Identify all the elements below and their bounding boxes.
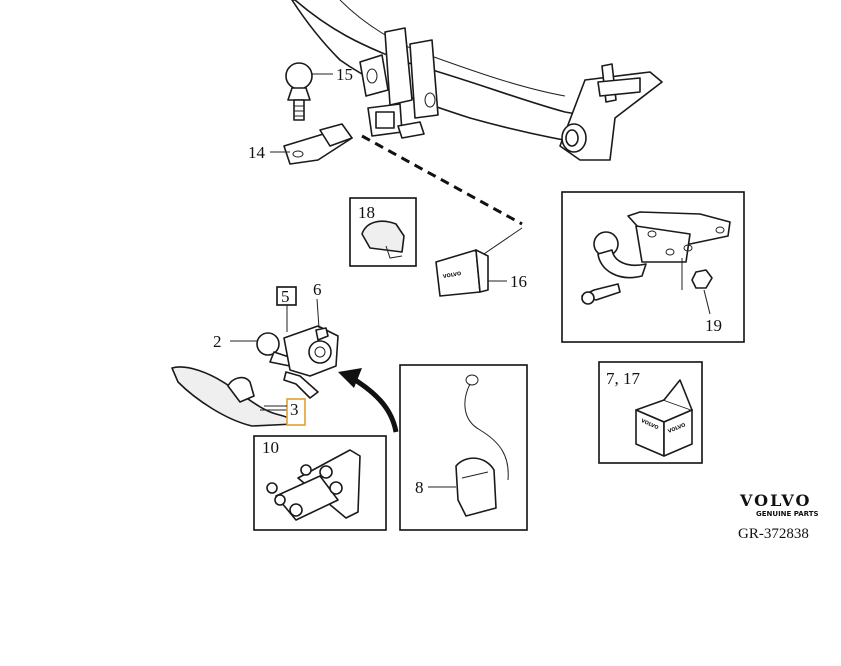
callout-7-17: 7, 17 bbox=[606, 369, 641, 388]
part-15-tow-ball bbox=[285, 62, 313, 121]
cap-emblem-text: VOLVO bbox=[442, 271, 461, 280]
volvo-logo-text: VOLVO bbox=[739, 491, 812, 510]
callout-14: 14 bbox=[248, 143, 266, 162]
callout-10: 10 bbox=[262, 438, 279, 457]
towbar-crossmember bbox=[291, 0, 663, 161]
callout-3-highlight-box bbox=[286, 398, 306, 426]
part-7-17-box: VOLVO VOLVO bbox=[598, 361, 703, 464]
callout-2: 2 bbox=[213, 332, 222, 351]
part-18-box bbox=[349, 197, 417, 267]
callout-18: 18 bbox=[358, 203, 375, 222]
tow-hitch-main-assembly bbox=[171, 325, 339, 427]
drawing-reference: GR-372838 bbox=[738, 526, 809, 542]
callout-8: 8 bbox=[415, 478, 424, 497]
callout-19: 19 bbox=[705, 316, 722, 335]
part-10-box bbox=[253, 435, 387, 531]
assembly-arrow bbox=[350, 375, 399, 433]
callout-3: 3 bbox=[290, 400, 299, 419]
callout-15: 15 bbox=[336, 65, 353, 84]
genuine-parts-label: GENUINE PARTS bbox=[756, 510, 819, 518]
part-16-cover-cap: VOLVO bbox=[435, 249, 489, 297]
callout-16: 16 bbox=[510, 272, 527, 291]
part-14-bracket bbox=[283, 123, 353, 165]
part-19-box bbox=[561, 191, 745, 343]
assembly-arrow-head bbox=[338, 368, 362, 388]
callout-6: 6 bbox=[313, 280, 322, 299]
part-8-box bbox=[399, 364, 528, 531]
leader-16-line bbox=[477, 227, 523, 259]
dashed-guide-line bbox=[361, 134, 523, 226]
callout-5: 5 bbox=[281, 287, 290, 306]
